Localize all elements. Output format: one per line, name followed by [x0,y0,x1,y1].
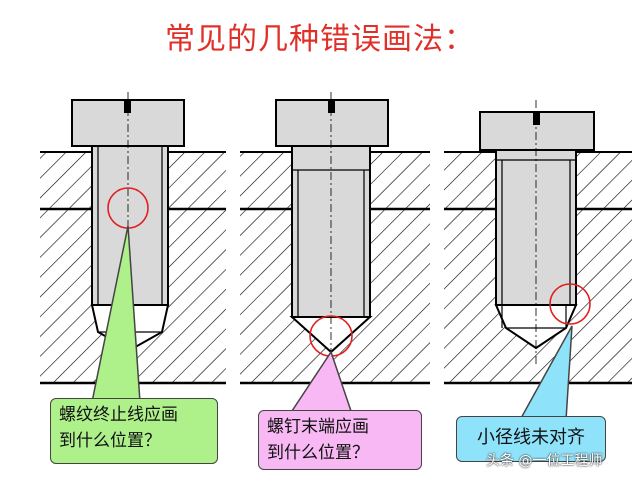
callout-minor-diameter: 小径线未对齐 [456,416,606,462]
callout-screw-line1: 螺钉末端应画 [267,417,369,437]
page-title: 常见的几种错误画法： [165,22,475,57]
drawing-2 [240,92,430,385]
callout-thread-line2: 到什么位置？ [59,431,161,451]
drawing-3 [444,100,632,385]
highlight-circle-3 [549,283,591,325]
drawing-1 [40,92,226,385]
callout-thread-line1: 螺纹终止线应画 [59,405,178,425]
callout-screw-end: 螺钉末端应画 到什么位置？ [258,410,422,470]
callout-screw-line2: 到什么位置？ [267,443,369,463]
watermark: 头条 @一位工程师 [486,453,603,469]
callout-thread-termination: 螺纹终止线应画 到什么位置？ [50,398,218,464]
